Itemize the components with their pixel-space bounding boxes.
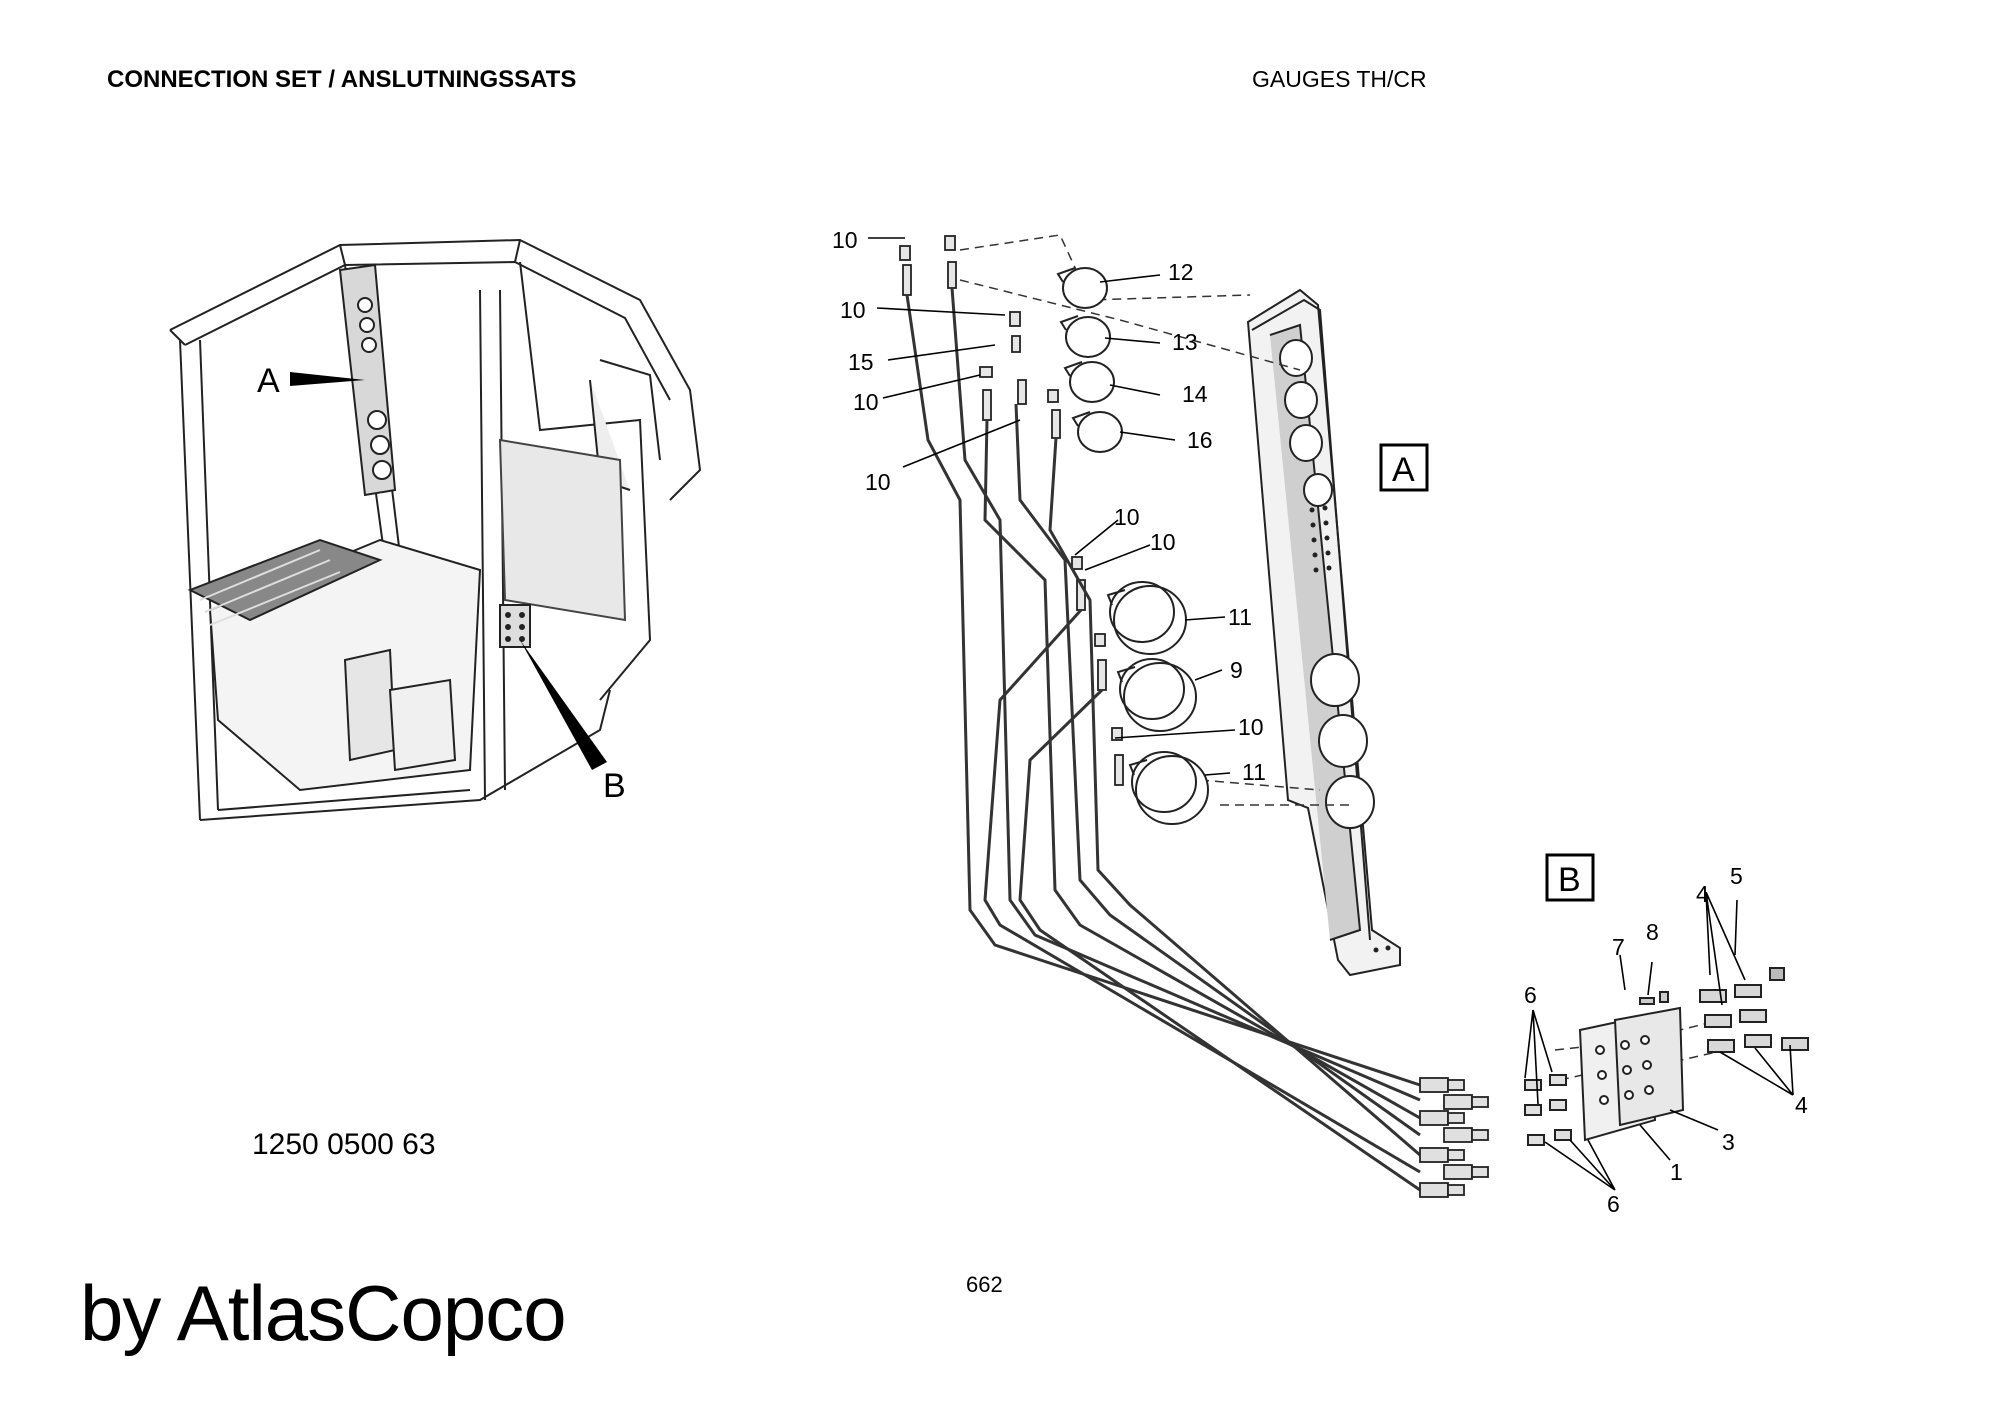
hoses <box>905 287 1421 1192</box>
page-title: CONNECTION SET / ANSLUTNINGSSATS <box>107 66 577 93</box>
leader-lines <box>868 237 1794 1191</box>
gauge-12 <box>1056 267 1108 309</box>
gauge-11-lower <box>1128 751 1209 825</box>
callout-10-d: 10 <box>865 469 891 495</box>
callout-10-c: 10 <box>853 389 879 415</box>
cab-illustration <box>169 238 702 821</box>
callout-11-lower: 11 <box>1242 759 1266 785</box>
part-number: 1250 0500 63 <box>252 1128 436 1161</box>
gauge-column <box>1246 288 1401 977</box>
detail-box-b-label: B <box>1558 861 1581 899</box>
callout-5: 5 <box>1730 863 1743 889</box>
detail-box-a <box>1379 443 1429 492</box>
page-number: 662 <box>966 1272 1003 1297</box>
fittings <box>899 235 1124 786</box>
callout-15: 15 <box>848 349 874 375</box>
callout-4-upper: 4 <box>1696 881 1709 907</box>
gauge-16 <box>1071 411 1123 453</box>
callout-12: 12 <box>1168 259 1194 285</box>
callout-10-b: 10 <box>840 297 866 323</box>
callout-3: 3 <box>1722 1129 1735 1155</box>
callout-8: 8 <box>1646 919 1659 945</box>
callout-14: 14 <box>1182 381 1208 407</box>
cab-pointer-a <box>290 372 365 386</box>
callout-9: 9 <box>1230 657 1243 683</box>
callout-1: 1 <box>1670 1159 1683 1185</box>
watermark-text: by AtlasCopco <box>80 1269 567 1357</box>
small-gauges <box>1056 267 1123 453</box>
callout-10-g: 10 <box>1238 714 1264 740</box>
connection-plate-assembly <box>1524 967 1809 1146</box>
hose-end-fittings <box>1419 1077 1489 1198</box>
callout-10-a: 10 <box>832 227 858 253</box>
large-gauges <box>1106 581 1209 825</box>
callout-6-lower: 6 <box>1607 1191 1620 1217</box>
callout-6-upper: 6 <box>1524 982 1537 1008</box>
gauge-13 <box>1059 315 1111 358</box>
cab-callout-b: B <box>603 767 626 805</box>
gauge-14 <box>1063 361 1115 403</box>
detail-box-a-label: A <box>1392 451 1415 489</box>
callout-7: 7 <box>1612 934 1625 960</box>
callout-4-lower: 4 <box>1795 1092 1808 1118</box>
callout-10-e: 10 <box>1114 504 1140 530</box>
cab-callout-a: A <box>257 362 280 400</box>
callout-10-f: 10 <box>1150 529 1176 555</box>
gauge-9 <box>1116 658 1197 732</box>
page-subtitle: GAUGES TH/CR <box>1252 66 1427 92</box>
detail-box-b <box>1545 853 1595 902</box>
callout-13: 13 <box>1172 329 1198 355</box>
gauge-11-upper <box>1106 581 1187 655</box>
cab-pointer-b <box>520 640 607 770</box>
callout-11-upper: 11 <box>1228 604 1252 630</box>
callout-16: 16 <box>1187 427 1213 453</box>
